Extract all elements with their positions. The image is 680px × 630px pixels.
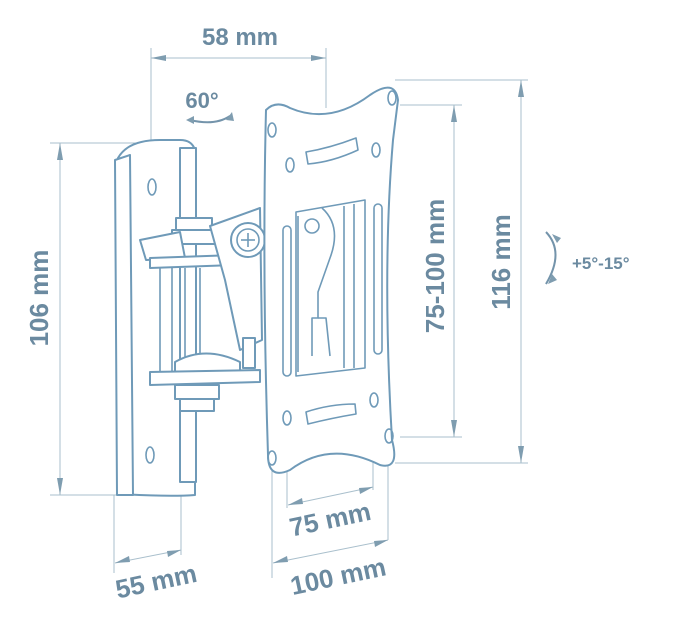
vesa-plate (263, 86, 399, 474)
angle-label-swivel: 60° (185, 88, 218, 113)
mount-hole (387, 90, 397, 106)
dimension-lines (50, 48, 528, 578)
mount-hole (384, 428, 394, 444)
mount-hole (369, 392, 379, 408)
dim-label-55mm: 55 mm (113, 558, 200, 604)
dim-label-75-100mm: 75-100 mm (420, 199, 450, 333)
dim-label-100mm: 100 mm (288, 551, 389, 600)
hinge-assembly (139, 207, 266, 412)
mount-hole (285, 157, 295, 173)
angle-label-tilt: +5°-15° (572, 254, 630, 273)
mount-hole (371, 142, 381, 158)
dim-label-58mm: 58 mm (202, 24, 278, 51)
wall-plate (114, 139, 197, 497)
swivel-arrow-icon (186, 112, 234, 124)
mount-hole (267, 450, 277, 466)
tilt-arrow-icon (545, 231, 561, 285)
mount-hole (267, 122, 277, 138)
dim-label-106mm: 106 mm (24, 250, 54, 347)
dim-label-116mm: 116 mm (486, 214, 516, 309)
mount-hole (282, 410, 292, 426)
